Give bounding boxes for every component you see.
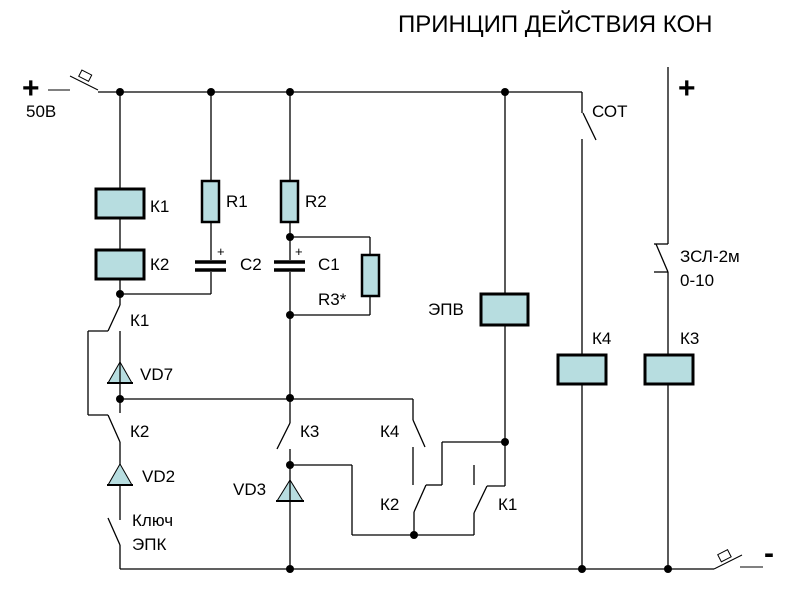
relay-k1-coil — [94, 187, 146, 220]
contact-k4 — [412, 419, 426, 448]
contact-sot — [582, 112, 597, 141]
contact-sot-label: СОТ — [592, 102, 628, 121]
resistor-r3-label: R3* — [318, 290, 347, 309]
plus-right-label: + — [678, 72, 696, 105]
contact-k2-left-label: К2 — [130, 422, 149, 441]
key-epk-contact — [107, 517, 121, 546]
resistor-r1-label: R1 — [226, 192, 248, 211]
key-label-line1: Ключ — [132, 511, 173, 530]
main-switch-top — [48, 69, 99, 91]
relay-k4-label: К4 — [592, 329, 611, 348]
key-label-line2: ЭПК — [132, 535, 166, 554]
contact-k1-left-label: К1 — [130, 311, 149, 330]
minus-right-label: - — [764, 537, 774, 570]
relay-epv-coil — [479, 292, 530, 327]
plus-terminal-label: + — [22, 72, 40, 105]
main-switch-bottom — [713, 549, 763, 570]
junction-dot — [286, 565, 294, 573]
contact-k3 — [276, 422, 291, 450]
junction-dot — [578, 565, 586, 573]
junction-dot — [501, 438, 509, 446]
relay-k2-label: К2 — [150, 255, 169, 274]
contact-zsl-2m — [655, 243, 669, 273]
capacitor-c1-label: C1 — [318, 255, 340, 274]
contact-k4-label: К4 — [380, 422, 399, 441]
contact-k1-bottom — [473, 485, 488, 514]
contact-k2-bottom-label: К2 — [380, 495, 399, 514]
voltage-label: 50В — [26, 102, 56, 121]
diode-vd7-label: VD7 — [140, 365, 173, 384]
diode-vd2-label: VD2 — [142, 467, 175, 486]
resistor-r2 — [279, 179, 300, 224]
relay-epv-label: ЭПВ — [428, 300, 464, 319]
capacitor-c2-polarity: + — [217, 244, 225, 259]
relay-k4-coil — [556, 353, 608, 386]
contact-k2-bottom — [413, 484, 427, 513]
resistor-r2-label: R2 — [305, 192, 327, 211]
contact-k2-left — [107, 414, 121, 443]
relay-k2-coil — [94, 248, 146, 281]
contact-k1-bottom-label: К1 — [498, 495, 517, 514]
relay-k1-label: К1 — [150, 197, 169, 216]
relay-k3-coil — [643, 353, 695, 386]
diagram-title: ПРИНЦИП ДЕЙСТВИЯ КОН — [398, 10, 712, 38]
relay-k3-label: К3 — [680, 329, 699, 348]
capacitor-c2-label: C2 — [240, 255, 262, 274]
contact-k1-left — [107, 304, 121, 332]
diode-vd3-label: VD3 — [233, 480, 266, 499]
diode-vd2 — [107, 462, 133, 486]
contact-k3-label: К3 — [300, 422, 319, 441]
resistor-r1 — [200, 179, 221, 224]
zsl-label-line1: ЗСЛ-2м — [680, 247, 740, 266]
junction-dot — [664, 565, 672, 573]
resistor-r3 — [360, 253, 381, 298]
zsl-label-line2: 0-10 — [680, 271, 714, 290]
capacitor-c1-polarity: + — [295, 244, 303, 259]
